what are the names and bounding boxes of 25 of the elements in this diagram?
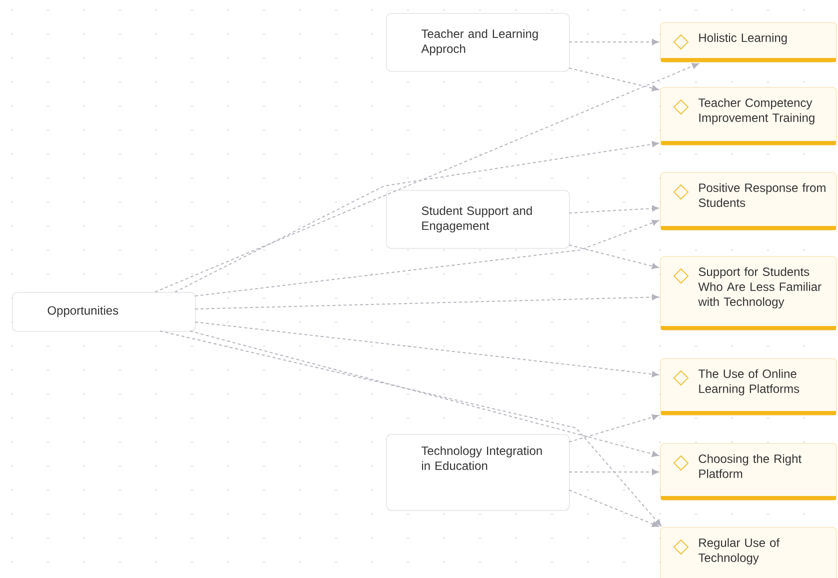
arrow bbox=[568, 205, 659, 214]
arrow bbox=[568, 68, 659, 92]
idea-card: Holistic Learning bbox=[660, 22, 837, 63]
idea-card: The Use of Online Learning Platforms bbox=[660, 358, 837, 416]
topic-box: Technology Integration in Education bbox=[386, 434, 570, 511]
topic-box: Opportunities bbox=[12, 292, 196, 332]
topic-box: Student Support and Engagement bbox=[386, 190, 570, 249]
arrow bbox=[174, 141, 659, 292]
arrow bbox=[160, 330, 662, 526]
arrow bbox=[194, 220, 659, 296]
idea-card: Positive Response from Students bbox=[660, 172, 837, 231]
arrow bbox=[568, 414, 659, 442]
arrow bbox=[568, 244, 659, 270]
topic-box: Teacher and Learning Approch bbox=[386, 13, 570, 72]
idea-card: Regular Use of Technology bbox=[660, 527, 837, 578]
idea-card: Teacher Competency Improvement Training bbox=[660, 87, 837, 146]
arrow bbox=[194, 322, 659, 378]
idea-card: Choosing the Right Platform bbox=[660, 443, 837, 501]
idea-card: Support for Students Who Are Less Familiar with Technology bbox=[660, 256, 837, 331]
arrow bbox=[190, 330, 659, 458]
arrow bbox=[568, 468, 659, 476]
arrow bbox=[154, 63, 699, 292]
arrow bbox=[194, 294, 659, 310]
arrow bbox=[568, 38, 659, 46]
arrow bbox=[568, 490, 659, 528]
